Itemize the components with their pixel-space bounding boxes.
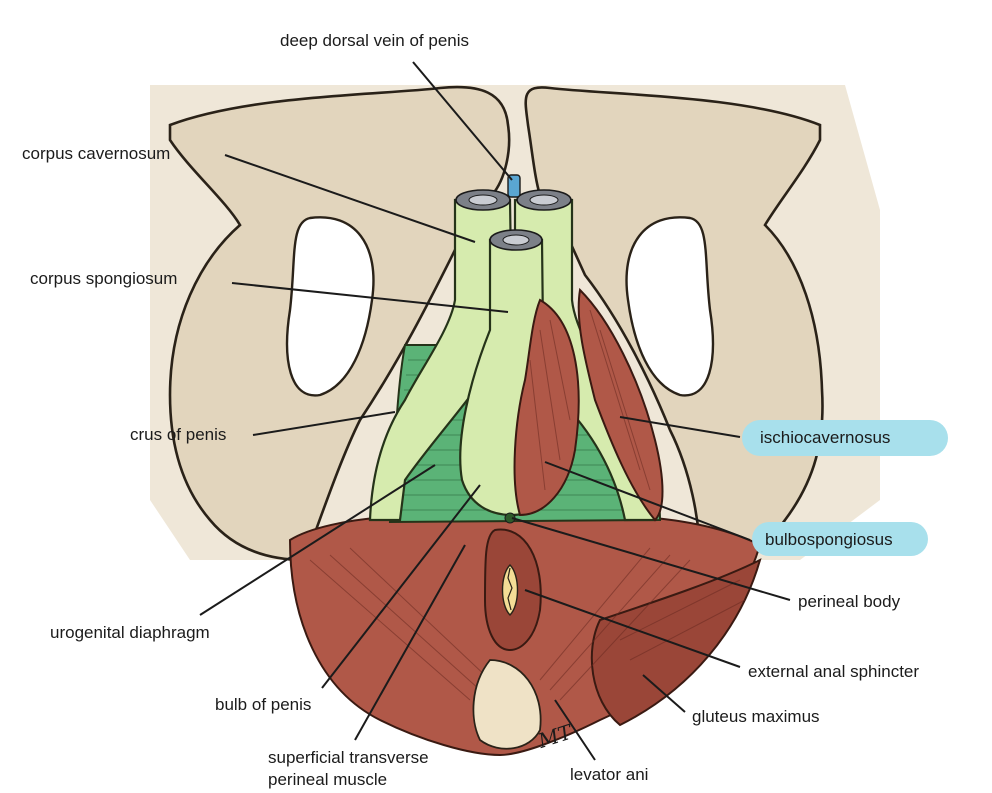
label-bulbospongiosus: bulbospongiosus (765, 530, 893, 549)
label-urogenital-diaphragm: urogenital diaphragm (50, 623, 210, 642)
label-superficial-transverse-2: perineal muscle (268, 770, 387, 789)
label-ischiocavernosus: ischiocavernosus (760, 428, 890, 447)
label-gluteus-maximus: gluteus maximus (692, 707, 820, 726)
label-external-anal-sphincter: external anal sphincter (748, 662, 919, 681)
label-corpus-cavernosum: corpus cavernosum (22, 144, 170, 163)
label-deep-dorsal-vein: deep dorsal vein of penis (280, 31, 469, 50)
label-levator-ani: levator ani (570, 765, 648, 784)
label-superficial-transverse-1: superficial transverse (268, 748, 429, 767)
label-crus-of-penis: crus of penis (130, 425, 226, 444)
label-perineal-body: perineal body (798, 592, 901, 611)
label-corpus-spongiosum: corpus spongiosum (30, 269, 177, 288)
label-bulb-of-penis: bulb of penis (215, 695, 311, 714)
